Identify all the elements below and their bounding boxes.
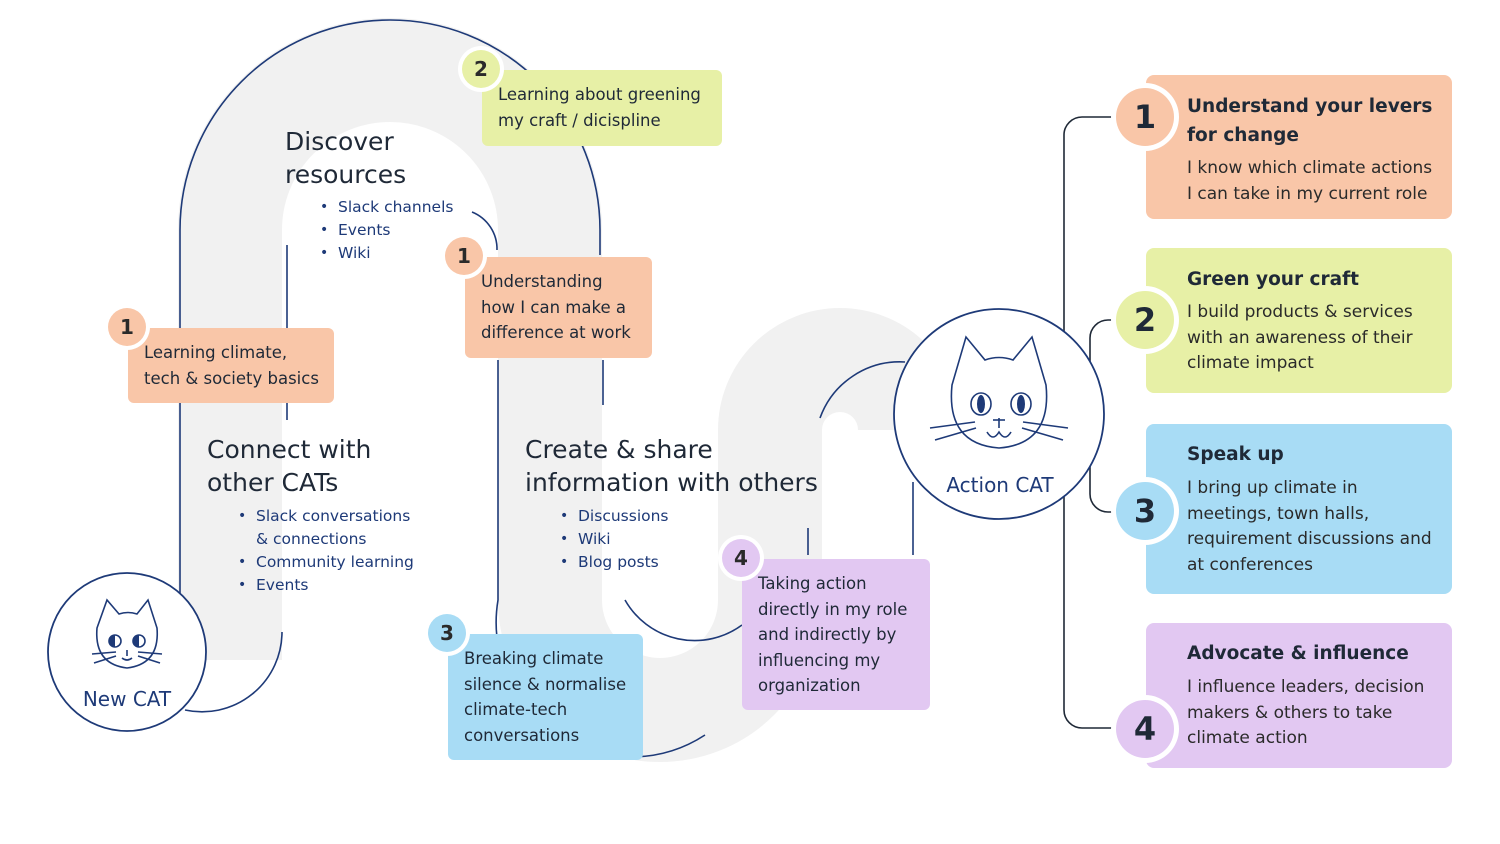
action-cat-avatar	[893, 308, 1105, 520]
outcome-badge: 4	[1116, 700, 1174, 758]
outcome-badge: 3	[1116, 482, 1174, 540]
new-cat-label: New CAT	[82, 687, 172, 711]
track-edge-inner-arc	[471, 211, 498, 251]
note-text: Learning climate, tech & society basics	[144, 343, 319, 388]
outcome-card-green-craft: Green your craft I build products & serv…	[1146, 248, 1452, 393]
outcome-badge: 1	[1116, 88, 1174, 146]
create-list: Discussions Wiki Blog posts	[560, 505, 669, 574]
track-edge-right-upper	[819, 361, 906, 419]
step-badge: 3	[428, 614, 466, 652]
track-edge-inner-bottom	[184, 631, 283, 713]
note-text: Taking action directly in my role and in…	[758, 574, 908, 695]
note-text: Learning about greening my craft / dicis…	[498, 85, 701, 130]
list-item: Wiki	[320, 242, 453, 265]
outcome-description: I influence leaders, decision makers & o…	[1187, 677, 1425, 748]
outcome-title: Green your craft	[1187, 269, 1359, 290]
list-item: Community learning	[238, 551, 414, 574]
connect-list: Slack conversations & connections Commun…	[238, 505, 414, 597]
note-learning-basics: Learning climate, tech & society basics	[128, 328, 334, 403]
section-heading-discover: Discover resources	[285, 127, 407, 189]
list-item: Slack channels	[320, 196, 453, 219]
new-cat-avatar	[47, 572, 207, 732]
note-text: Understanding how I can make a differenc…	[481, 272, 631, 342]
step-badge: 4	[722, 539, 760, 577]
note-text: Breaking climate silence & normalise cli…	[464, 649, 627, 745]
step-badge: 1	[108, 308, 146, 346]
list-item: Discussions	[560, 505, 669, 528]
list-item: Events	[320, 219, 453, 242]
step-badge: 1	[445, 237, 483, 275]
outcome-title: Advocate & influence	[1187, 643, 1409, 664]
note-taking-action: Taking action directly in my role and in…	[742, 559, 930, 710]
outcome-title: Understand your levers for change	[1187, 96, 1433, 146]
note-breaking-silence: Breaking climate silence & normalise cli…	[448, 634, 643, 760]
note-difference-at-work: Understanding how I can make a differenc…	[465, 257, 652, 358]
note-greening-craft: Learning about greening my craft / dicis…	[482, 70, 722, 146]
list-item: Slack conversations & connections	[238, 505, 414, 551]
list-item: Blog posts	[560, 551, 669, 574]
track-edge-bottom-inner	[624, 599, 743, 642]
outcome-description: I build products & services with an awar…	[1187, 302, 1413, 373]
outcome-description: I know which climate actions I can take …	[1187, 158, 1433, 204]
discover-list: Slack channels Events Wiki	[320, 196, 453, 265]
outcome-card-advocate: Advocate & influence I influence leaders…	[1146, 623, 1452, 768]
step-badge: 2	[462, 50, 500, 88]
list-item: Events	[238, 574, 414, 597]
section-heading-create: Create & share information with others	[525, 435, 818, 497]
outcome-description: I bring up climate in meetings, town hal…	[1187, 478, 1432, 575]
outcome-badge: 2	[1116, 291, 1174, 349]
outcome-card-speak-up: Speak up I bring up climate in meetings,…	[1146, 424, 1452, 594]
outcome-title: Speak up	[1187, 444, 1284, 465]
section-heading-connect: Connect with other CATs	[207, 435, 372, 497]
list-item: Wiki	[560, 528, 669, 551]
action-cat-label: Action CAT	[946, 473, 1054, 497]
outcome-card-levers: Understand your levers for change I know…	[1146, 75, 1452, 219]
